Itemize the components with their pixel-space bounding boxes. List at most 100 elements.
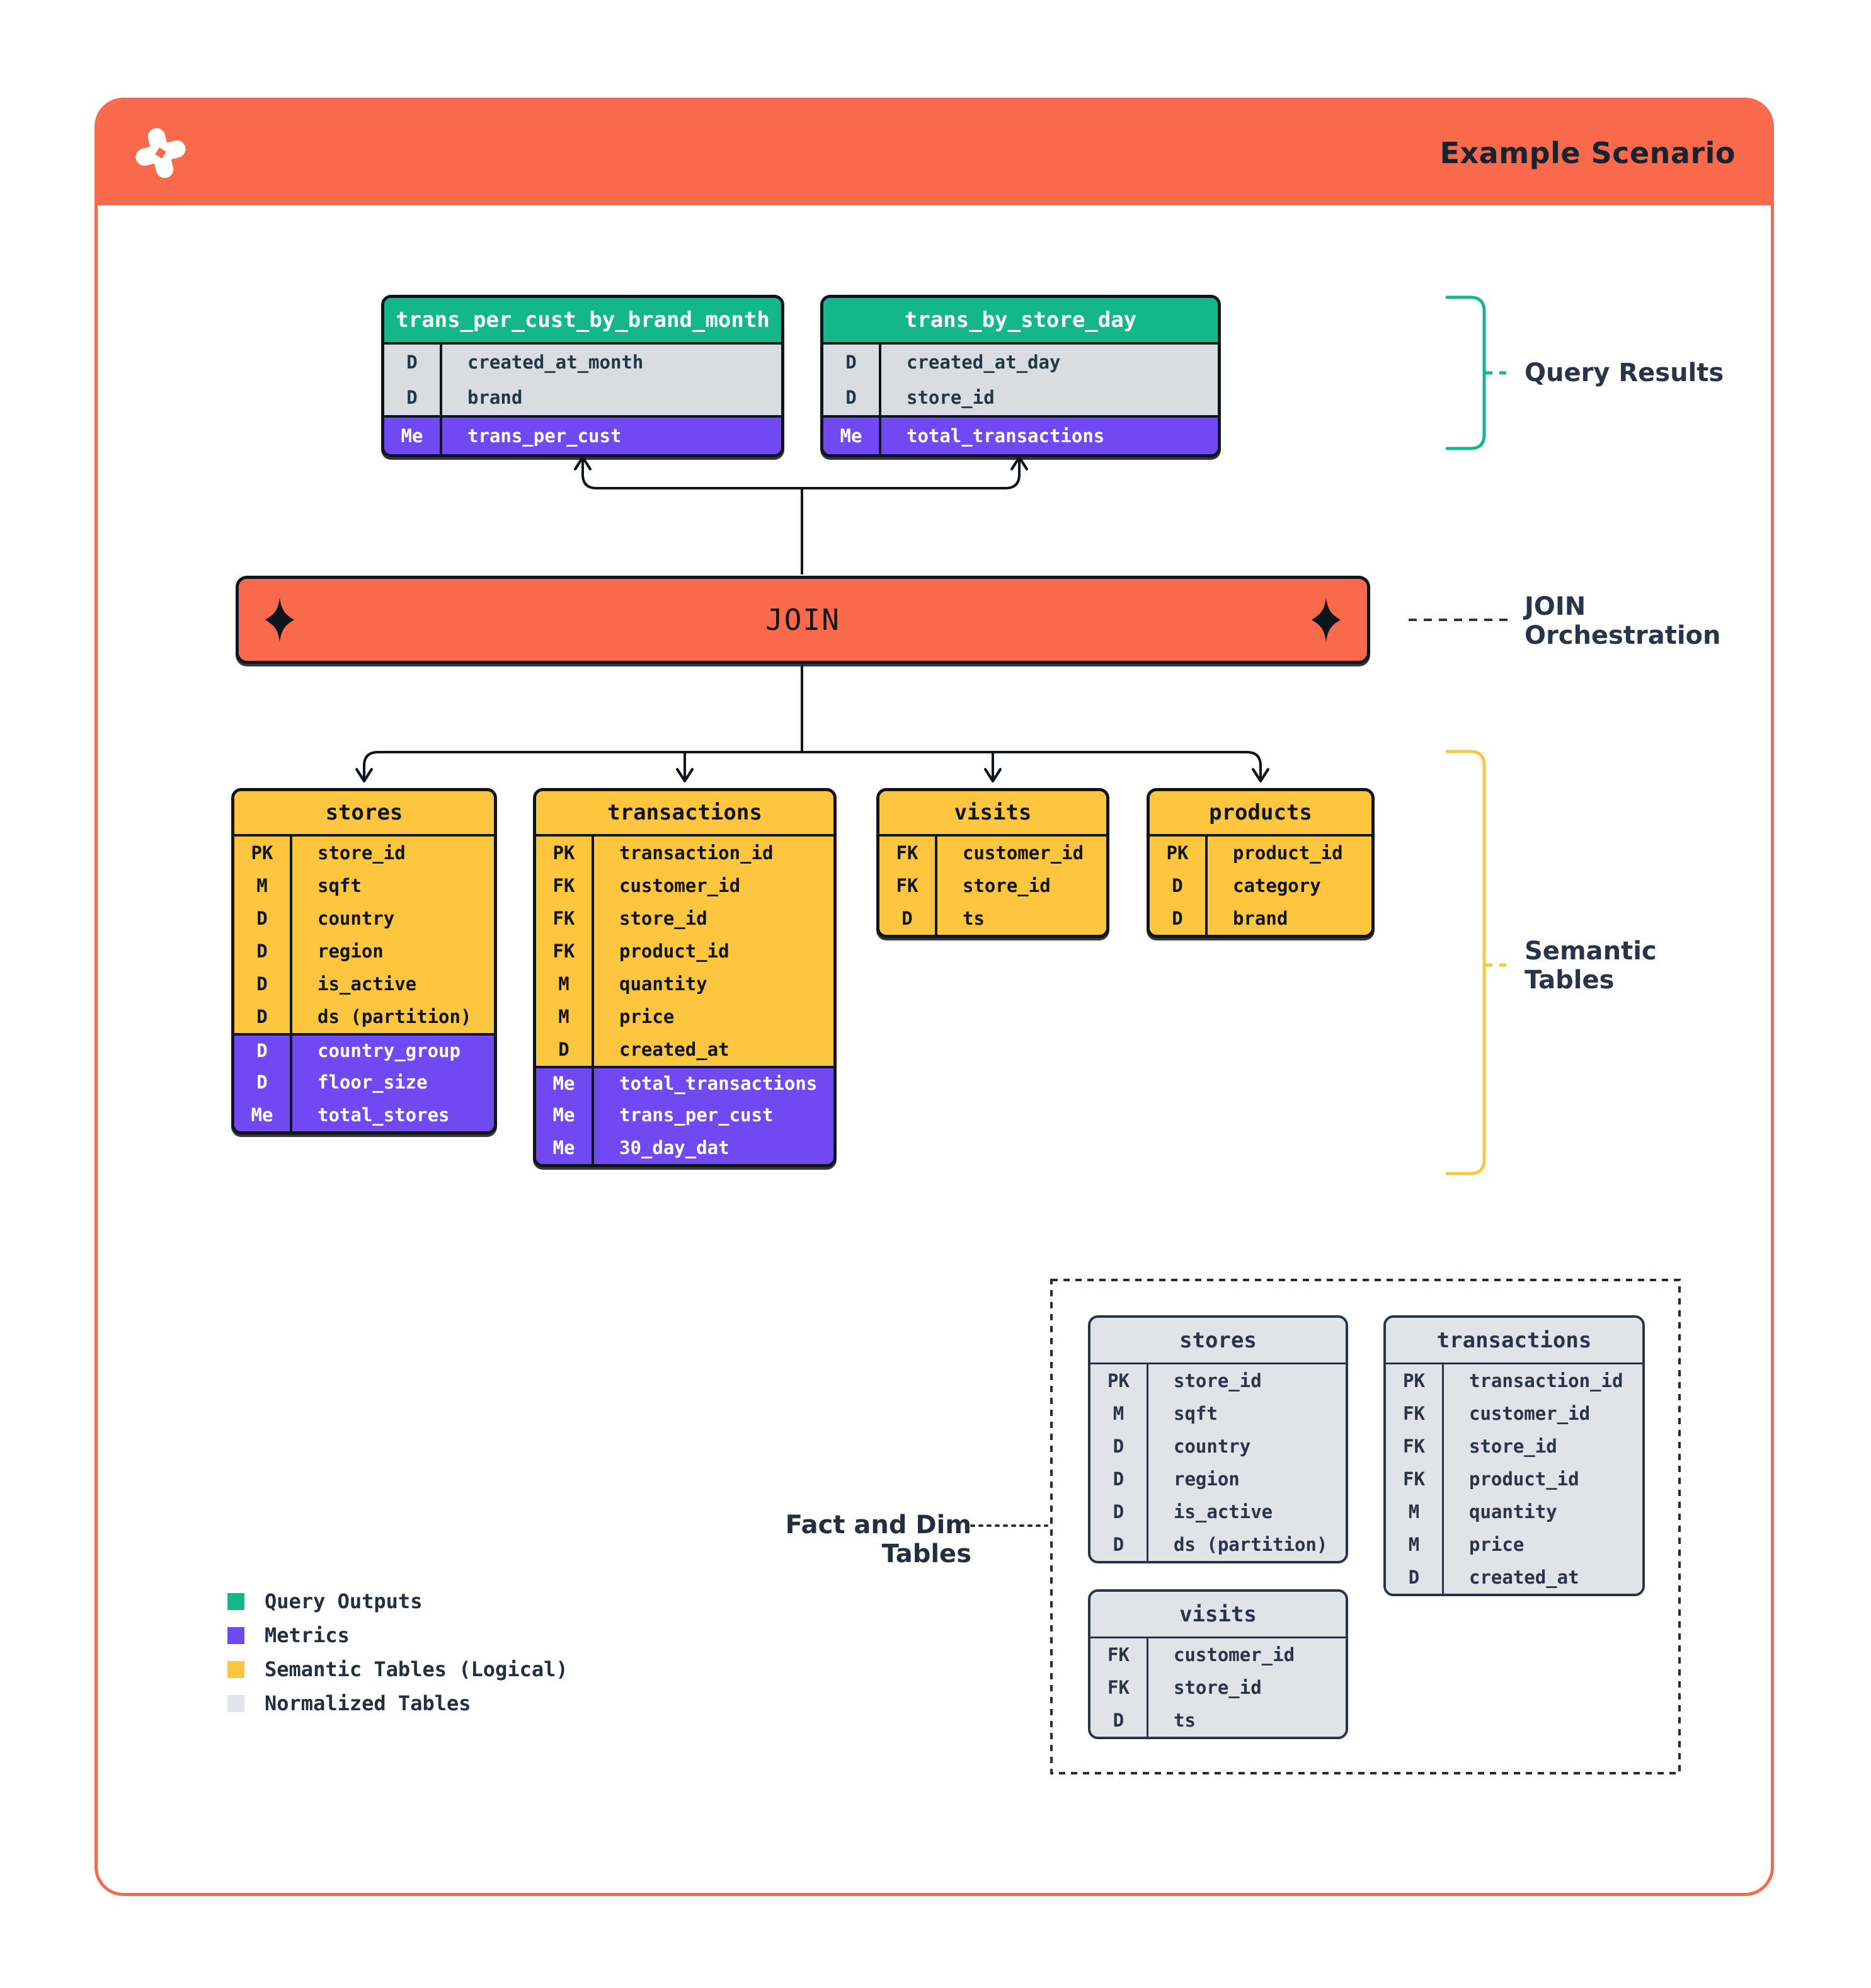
table-title: trans_per_cust_by_brand_month	[384, 298, 781, 345]
table-title: transactions	[1386, 1318, 1642, 1364]
row-field-name: trans_per_cust	[467, 425, 622, 447]
table-title: products	[1150, 791, 1371, 837]
row-key-badge: D	[879, 902, 937, 935]
row-key-badge: D	[234, 1066, 292, 1099]
row-key-badge: FK	[1386, 1397, 1444, 1430]
row-key-badge: FK	[1090, 1638, 1148, 1671]
table-row: FK store_id	[1386, 1430, 1642, 1463]
row-key-badge: FK	[536, 869, 594, 902]
page-title: Example Scenario	[1439, 136, 1736, 170]
pinwheel-logo-icon	[135, 128, 186, 178]
legend-item: Semantic Tables (Logical)	[227, 1657, 568, 1681]
row-key-badge: M	[536, 968, 594, 1000]
row-key-badge: M	[1090, 1397, 1148, 1430]
row-field-name: category	[1233, 875, 1321, 896]
table-row: Me trans_per_cust	[384, 415, 781, 454]
legend: Query Outputs Metrics Semantic Tables (L…	[227, 1589, 568, 1715]
row-field-name: customer_id	[963, 842, 1084, 864]
row-field-name: created_at_day	[907, 351, 1061, 373]
row-key-badge: FK	[536, 935, 594, 968]
row-field-name: store_id	[318, 842, 406, 864]
legend-label: Query Outputs	[265, 1589, 423, 1613]
row-field-name: quantity	[1469, 1501, 1557, 1522]
row-key-badge: PK	[1090, 1364, 1148, 1397]
row-key-badge: M	[234, 869, 292, 902]
row-field-name: price	[1469, 1534, 1525, 1555]
row-field-name: customer_id	[619, 875, 741, 896]
row-key-badge: Me	[536, 1068, 594, 1099]
row-field-name: total_transactions	[907, 425, 1105, 447]
row-field-name: country	[1174, 1436, 1251, 1457]
row-field-name: is_active	[318, 973, 417, 995]
row-key-badge: FK	[536, 902, 594, 935]
legend-swatch-query-outputs	[227, 1592, 244, 1610]
row-field-name: sqft	[318, 875, 362, 896]
row-key-badge: D	[1386, 1561, 1444, 1594]
row-key-badge: FK	[879, 869, 937, 902]
row-field-name: ds (partition)	[1174, 1534, 1328, 1555]
row-field-name: total_stores	[318, 1104, 450, 1126]
join-label: JOIN	[765, 603, 840, 637]
table-row: PK transaction_id	[1386, 1364, 1642, 1397]
row-key-badge: D	[234, 968, 292, 1000]
row-key-badge: D	[823, 380, 881, 415]
annotation-query-results: Query Results	[1525, 358, 1724, 387]
row-key-badge: FK	[1386, 1430, 1444, 1463]
row-key-badge: D	[1090, 1528, 1148, 1561]
row-key-badge: M	[1386, 1495, 1444, 1528]
row-key-badge: Me	[384, 418, 442, 454]
row-field-name: ts	[963, 908, 985, 929]
row-key-badge: D	[384, 380, 442, 415]
sparkle-icon	[1312, 598, 1341, 642]
row-key-badge: PK	[1386, 1364, 1444, 1397]
row-field-name: store_id	[1469, 1436, 1557, 1457]
legend-swatch-normalized-tables	[227, 1694, 244, 1712]
row-key-badge: PK	[536, 837, 594, 869]
row-field-name: 30_day_dat	[619, 1137, 730, 1158]
row-key-badge: Me	[536, 1099, 594, 1131]
row-field-name: is_active	[1174, 1501, 1273, 1522]
row-field-name: created_at_month	[467, 351, 644, 373]
annotation-fact-and-dim-tables: Fact and Dim Tables	[785, 1511, 971, 1568]
row-field-name: floor_size	[318, 1071, 428, 1093]
row-key-badge: D	[1090, 1704, 1148, 1737]
row-field-name: transaction_id	[1469, 1370, 1623, 1391]
row-field-name: customer_id	[1469, 1403, 1591, 1424]
row-key-badge: D	[234, 1036, 292, 1066]
legend-item: Normalized Tables	[227, 1691, 568, 1715]
